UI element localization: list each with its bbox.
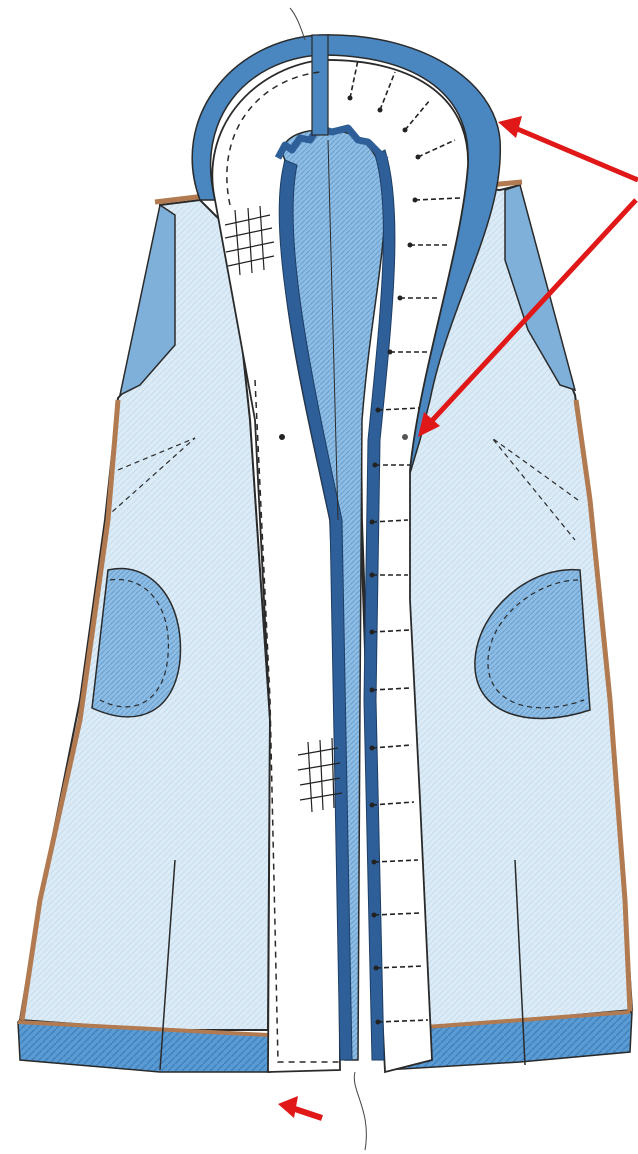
thread-bottom	[354, 1072, 366, 1150]
thread-top	[290, 8, 305, 40]
right-marker-dot	[402, 434, 408, 440]
red-arrow-icon-3	[278, 1096, 322, 1118]
red-arrow-icon	[498, 116, 638, 180]
left-marker-dot	[279, 434, 285, 440]
neck-strip	[312, 35, 328, 135]
